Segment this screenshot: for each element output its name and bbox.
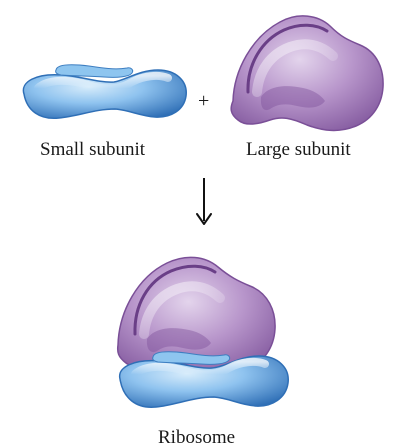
large-subunit-label: Large subunit [246, 139, 351, 160]
down-arrow-icon [196, 178, 212, 225]
small-subunit-shape [22, 64, 187, 119]
large-subunit-shape [230, 15, 384, 132]
ribosome-label: Ribosome [158, 427, 236, 448]
small-subunit-label: Small subunit [40, 139, 146, 160]
ribosome-small-subunit-shape [119, 351, 289, 408]
plus-sign: + [198, 90, 210, 112]
ribosome-large-subunit-shape [116, 256, 276, 376]
